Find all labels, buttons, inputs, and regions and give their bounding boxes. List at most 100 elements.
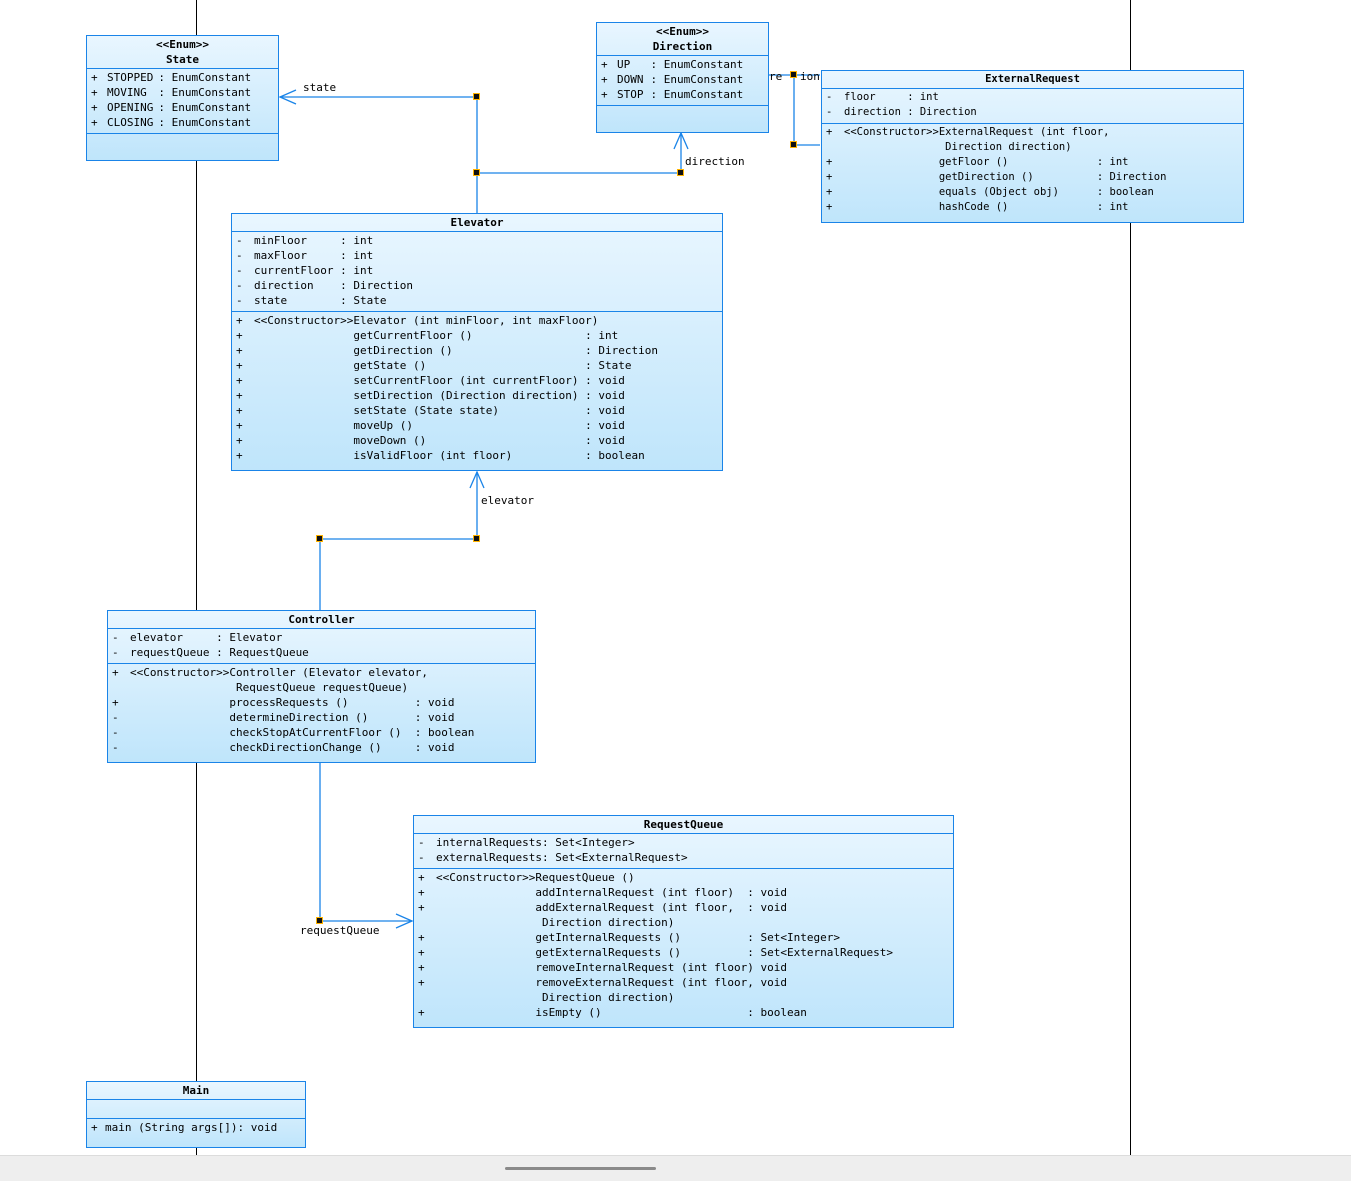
class-name: Controller xyxy=(288,613,355,626)
elevator-arrowhead xyxy=(469,470,485,489)
operation-row: + setState (State state) : void xyxy=(236,404,625,417)
operation-row: + isEmpty () : boolean xyxy=(418,1006,807,1019)
operation-row: +main (String args[]): void xyxy=(91,1121,278,1134)
class-header: <<Enum>> Direction xyxy=(597,23,768,56)
line-handle[interactable] xyxy=(473,93,480,100)
operation-row: + equals (Object obj) : boolean xyxy=(826,186,1154,198)
edge-label-direction-clipped-tail: ion xyxy=(800,70,820,83)
operation-row: +<<Constructor>>Elevator (int minFloor, … xyxy=(236,314,599,327)
scrollbar-thumb[interactable] xyxy=(505,1167,656,1170)
controller-queue-line xyxy=(319,762,412,922)
operation-row: + moveUp () : void xyxy=(236,419,625,432)
elevator-direction-line xyxy=(477,133,682,174)
operation-row: +<<Constructor>>Controller (Elevator ele… xyxy=(112,666,429,679)
operation-row: + getExternalRequests () : Set<ExternalR… xyxy=(418,946,893,959)
attribute-row: +CLOSING: EnumConstant xyxy=(91,116,252,129)
lifeline-left xyxy=(196,0,197,1155)
attribute-row: +OPENING: EnumConstant xyxy=(91,101,252,114)
class-name: Main xyxy=(182,1084,210,1097)
attributes-section: -minFloor : int -maxFloor : int -current… xyxy=(232,232,722,312)
operation-row: Direction direction) xyxy=(436,916,675,929)
attributes-section: -elevator : Elevator -requestQueue : Req… xyxy=(108,629,535,664)
line-handle[interactable] xyxy=(473,169,480,176)
operations-section xyxy=(87,134,278,152)
state-arrowhead xyxy=(278,89,297,105)
attribute-row: +MOVING : EnumConstant xyxy=(91,86,252,99)
attributes-section: +UP : EnumConstant +DOWN: EnumConstant +… xyxy=(597,56,768,106)
operation-row: + processRequests () : void xyxy=(112,696,455,709)
operation-row: + setDirection (Direction direction) : v… xyxy=(236,389,625,402)
operation-row: Direction direction) xyxy=(844,141,1072,153)
operations-section: +<<Constructor>>ExternalRequest (int flo… xyxy=(822,124,1243,218)
attribute-row: -direction : Direction xyxy=(236,279,413,292)
line-handle[interactable] xyxy=(473,535,480,542)
class-box-controller[interactable]: Controller -elevator : Elevator -request… xyxy=(107,610,536,763)
class-box-state[interactable]: <<Enum>> State +STOPPED: EnumConstant +M… xyxy=(86,35,279,161)
attribute-row: -currentFloor : int xyxy=(236,264,374,277)
class-name: ExternalRequest xyxy=(985,73,1080,85)
horizontal-scrollbar[interactable] xyxy=(0,1155,1351,1181)
operations-section xyxy=(597,106,768,124)
elevator-state-line xyxy=(280,96,478,213)
attribute-row: -floor : int xyxy=(826,91,939,103)
class-box-elevator[interactable]: Elevator -minFloor : int -maxFloor : int… xyxy=(231,213,723,471)
operation-row: + getState () : State xyxy=(236,359,632,372)
operation-row: - determineDirection () : void xyxy=(112,711,455,724)
edge-label-elevator: elevator xyxy=(481,494,534,507)
line-handle[interactable] xyxy=(316,917,323,924)
attribute-row: +UP : EnumConstant xyxy=(601,58,744,71)
edge-label-direction-clipped: re xyxy=(769,70,783,83)
operations-section: +<<Constructor>>RequestQueue () + addInt… xyxy=(414,869,953,1023)
line-handle[interactable] xyxy=(677,169,684,176)
class-header: RequestQueue xyxy=(414,816,953,834)
operations-section: +main (String args[]): void xyxy=(87,1119,305,1138)
operation-row: + removeExternalRequest (int floor, void xyxy=(418,976,788,989)
class-stereotype: <<Enum>> xyxy=(656,25,709,38)
diagram-canvas: state direction re ion elevator requestQ… xyxy=(86,0,1244,1155)
controller-elevator-line xyxy=(319,472,478,610)
direction-arrowhead xyxy=(673,131,689,150)
operation-row: - checkStopAtCurrentFloor () : boolean xyxy=(112,726,475,739)
operation-row: + getInternalRequests () : Set<Integer> xyxy=(418,931,840,944)
operation-row: RequestQueue requestQueue) xyxy=(130,681,409,694)
operation-row: + hashCode () : int xyxy=(826,201,1129,213)
queue-arrowhead xyxy=(395,913,414,929)
attribute-row: -externalRequests: Set<ExternalRequest> xyxy=(418,851,688,864)
operation-row: +<<Constructor>>ExternalRequest (int flo… xyxy=(826,126,1110,138)
external-direction-line xyxy=(768,74,820,146)
line-handle[interactable] xyxy=(790,141,797,148)
operation-row: + moveDown () : void xyxy=(236,434,625,447)
operation-row: + getFloor () : int xyxy=(826,156,1129,168)
operation-row: + addExternalRequest (int floor, : void xyxy=(418,901,788,914)
class-name: RequestQueue xyxy=(643,818,724,831)
class-box-request-queue[interactable]: RequestQueue -internalRequests: Set<Inte… xyxy=(413,815,954,1028)
class-box-external-request[interactable]: ExternalRequest -floor : int -direction … xyxy=(821,70,1244,223)
line-handle[interactable] xyxy=(316,535,323,542)
operations-section: +<<Constructor>>Controller (Elevator ele… xyxy=(108,664,535,758)
class-header: Elevator xyxy=(232,214,722,232)
class-name: Direction xyxy=(652,40,713,53)
class-header: ExternalRequest xyxy=(822,71,1243,89)
attribute-row: -internalRequests: Set<Integer> xyxy=(418,836,635,849)
operation-row: + getCurrentFloor () : int xyxy=(236,329,619,342)
attribute-row: +STOP: EnumConstant xyxy=(601,88,744,101)
class-box-main[interactable]: Main +main (String args[]): void xyxy=(86,1081,306,1148)
class-name: State xyxy=(165,53,200,66)
operation-row: Direction direction) xyxy=(436,991,675,1004)
edge-label-state: state xyxy=(303,81,337,94)
attribute-row: -maxFloor : int xyxy=(236,249,374,262)
class-header: <<Enum>> State xyxy=(87,36,278,69)
edge-label-direction: direction xyxy=(685,155,745,168)
operation-row: + addInternalRequest (int floor) : void xyxy=(418,886,788,899)
operation-row: + isValidFloor (int floor) : boolean xyxy=(236,449,645,462)
attribute-row: -minFloor : int xyxy=(236,234,374,247)
attribute-row: +STOPPED: EnumConstant xyxy=(91,71,252,84)
line-handle[interactable] xyxy=(790,71,797,78)
operation-row: - checkDirectionChange () : void xyxy=(112,741,455,754)
class-box-direction[interactable]: <<Enum>> Direction +UP : EnumConstant +D… xyxy=(596,22,769,133)
class-stereotype: <<Enum>> xyxy=(156,38,209,51)
attribute-row: -requestQueue : RequestQueue xyxy=(112,646,309,659)
attribute-row: -elevator : Elevator xyxy=(112,631,283,644)
operation-row: + getDirection () : Direction xyxy=(236,344,658,357)
class-name: Elevator xyxy=(450,216,504,229)
